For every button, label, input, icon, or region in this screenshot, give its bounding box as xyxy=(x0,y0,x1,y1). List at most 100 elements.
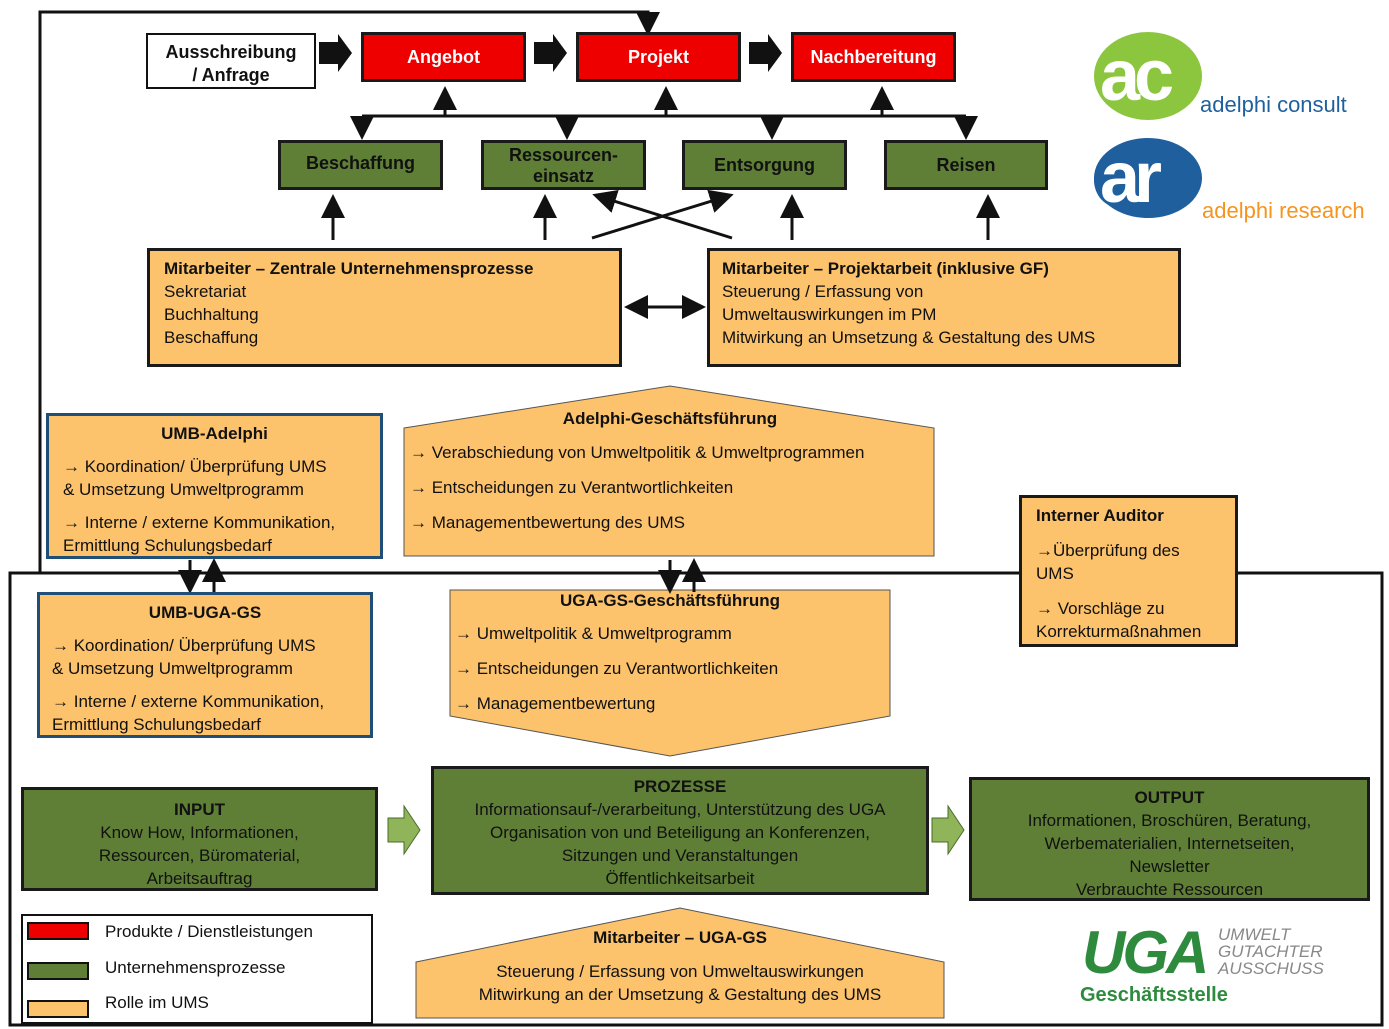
uga-word: UMWELT xyxy=(1218,925,1291,944)
followup-box: Nachbereitung xyxy=(791,32,956,82)
resources-box: Ressourcen- einsatz xyxy=(481,140,646,190)
staff-project-box: Mitarbeiter – Projektarbeit (inklusive G… xyxy=(707,248,1181,367)
disposal-box: Entsorgung xyxy=(682,140,847,190)
adelphi-consult-mark: ac xyxy=(1100,40,1174,112)
staff-central-line: Buchhaltung xyxy=(164,305,259,324)
output-title: OUTPUT xyxy=(1134,788,1205,807)
adelphi-consult-name: adelphi consult xyxy=(1200,92,1347,117)
umb-uga-box: UMB-UGA-GS → Koordination/ Überprüfung U… xyxy=(37,592,373,738)
adelphi-management-line: → Entscheidungen zu Verantwortlichkeiten xyxy=(410,478,734,497)
output-line: Verbrauchte Ressourcen xyxy=(1075,880,1264,899)
staff-central-line: Sekretariat xyxy=(164,282,247,301)
disposal-label: Entsorgung xyxy=(714,155,815,175)
processes-main-title: PROZESSE xyxy=(633,777,727,796)
adelphi-research-mark: ar xyxy=(1100,142,1162,214)
umb-uga-line: → Koordination/ Überprüfung UMS xyxy=(52,636,316,655)
legend: Produkte / Dienstleistungen Unternehmens… xyxy=(21,914,373,1024)
internal-auditor-box: Interner Auditor →Überprüfung des UMS → … xyxy=(1019,495,1238,647)
input-line: Ressourcen, Büromaterial, xyxy=(98,846,301,865)
internal-auditor-line: Korrekturmaßnahmen xyxy=(1036,622,1202,641)
request-line-1: Ausschreibung xyxy=(165,42,297,62)
uga-word: GUTACHTER xyxy=(1218,942,1323,961)
travel-label: Reisen xyxy=(936,155,996,175)
staff-central-box: Mitarbeiter – Zentrale Unternehmensproze… xyxy=(147,248,622,367)
umb-adelphi-line: → Koordination/ Überprüfung UMS xyxy=(63,457,327,476)
uga-management: UGA-GS-Geschäftsführung → Umweltpolitik … xyxy=(455,589,885,715)
umb-adelphi-line: → Interne / externe Kommunikation, xyxy=(63,513,336,532)
adelphi-management: Adelphi-Geschäftsführung → Verabschiedun… xyxy=(410,407,930,534)
processes-main-line: Informationsauf-/verarbeitung, Unterstüt… xyxy=(474,800,886,819)
adelphi-management-shape xyxy=(403,385,935,557)
output-line: Newsletter xyxy=(1129,857,1210,876)
input-title: INPUT xyxy=(174,800,225,819)
resources-line-1: Ressourcen- xyxy=(508,145,619,165)
staff-project-line: Umweltauswirkungen im PM xyxy=(722,305,937,324)
legend-swatch-orange xyxy=(27,1000,89,1018)
uga-management-line: → Entscheidungen zu Verantwortlichkeiten xyxy=(455,659,779,678)
input-box: INPUT Know How, Informationen, Ressource… xyxy=(21,787,378,891)
flow-arrow-1 xyxy=(319,34,352,72)
processes-main-line: Sitzungen und Veranstaltungen xyxy=(561,846,799,865)
umb-uga-title: UMB-UGA-GS xyxy=(148,603,262,622)
output-box: OUTPUT Informationen, Broschüren, Beratu… xyxy=(969,777,1370,901)
request-line-2: / Anfrage xyxy=(192,65,270,85)
legend-label: Produkte / Dienstleistungen xyxy=(105,922,313,941)
adelphi-consult-logo xyxy=(1094,32,1202,218)
umb-uga-line: → Interne / externe Kommunikation, xyxy=(52,692,325,711)
staff-uga-line: Mitwirkung an der Umsetzung & Gestaltung… xyxy=(478,985,882,1004)
research-mark-text: ar xyxy=(1100,138,1162,218)
uga-word: AUSSCHUSS xyxy=(1218,959,1324,978)
staff-uga-shape xyxy=(415,907,945,1019)
uga-management-line: → Managementbewertung xyxy=(455,694,656,713)
output-line: Informationen, Broschüren, Beratung, xyxy=(1027,811,1312,830)
resources-line-2: einsatz xyxy=(532,166,595,186)
request-box: Ausschreibung / Anfrage xyxy=(146,33,316,89)
uga-office: Geschäftsstelle xyxy=(1080,984,1228,1006)
internal-auditor-line: UMS xyxy=(1036,564,1074,583)
legend-label: Rolle im UMS xyxy=(105,993,209,1012)
legend-swatch-green xyxy=(27,962,89,980)
internal-auditor-title: Interner Auditor xyxy=(1036,506,1164,525)
adelphi-management-line: → Verabschiedung von Umweltpolitik & Umw… xyxy=(410,443,865,462)
staff-project-line: Mitwirkung an Umsetzung & Gestaltung des… xyxy=(722,328,1096,347)
travel-box: Reisen xyxy=(884,140,1048,190)
adelphi-management-title: Adelphi-Geschäftsführung xyxy=(562,409,778,428)
flow-arrow-2 xyxy=(534,34,567,72)
input-line: Know How, Informationen, xyxy=(100,823,299,842)
uga-management-line: → Umweltpolitik & Umweltprogramm xyxy=(455,624,732,643)
processes-main-line: Organisation von und Beteiligung an Konf… xyxy=(490,823,870,842)
consult-mark-text: ac xyxy=(1100,36,1174,116)
internal-auditor-line: →Überprüfung des xyxy=(1036,541,1180,560)
output-line: Werbematerialien, Internetseiten, xyxy=(1044,834,1295,853)
project-label: Projekt xyxy=(627,46,690,67)
project-box: Projekt xyxy=(576,32,741,82)
followup-label: Nachbereitung xyxy=(810,46,937,67)
umb-uga-line: Ermittlung Schulungsbedarf xyxy=(52,715,261,734)
uga-logo: UGA UMWELT GUTACHTER AUSSCHUSS Geschäfts… xyxy=(1080,919,1352,1012)
uga-management-shape xyxy=(449,589,891,757)
umb-uga-line: & Umsetzung Umweltprogramm xyxy=(52,659,293,678)
processes-main-box: PROZESSE Informationsauf-/verarbeitung, … xyxy=(431,766,929,895)
processes-main-line: Öffentlichkeitsarbeit xyxy=(605,869,755,888)
input-process-arrow xyxy=(387,804,421,856)
staff-project-title: Mitarbeiter – Projektarbeit (inklusive G… xyxy=(722,259,1049,278)
offer-box: Angebot xyxy=(361,32,526,82)
procurement-label: Beschaffung xyxy=(305,153,415,173)
uga-management-title: UGA-GS-Geschäftsführung xyxy=(559,591,781,610)
process-output-arrow xyxy=(931,804,965,856)
flow-arrow-3 xyxy=(749,34,782,72)
offer-label: Angebot xyxy=(407,46,480,67)
staff-central-title: Mitarbeiter – Zentrale Unternehmensproze… xyxy=(164,259,534,278)
procurement-box: Beschaffung xyxy=(278,140,443,190)
adelphi-research-name: adelphi research xyxy=(1202,198,1365,223)
staff-uga: Mitarbeiter – UGA-GS Steuerung / Erfassu… xyxy=(420,926,940,1006)
staff-uga-title: Mitarbeiter – UGA-GS xyxy=(593,928,767,947)
uga-mark: UGA xyxy=(1082,919,1209,986)
umb-adelphi-line: Ermittlung Schulungsbedarf xyxy=(63,536,272,555)
staff-project-line: Steuerung / Erfassung von xyxy=(722,282,924,301)
umb-adelphi-title: UMB-Adelphi xyxy=(161,424,268,443)
adelphi-management-line: → Managementbewertung des UMS xyxy=(410,513,685,532)
legend-swatch-red xyxy=(27,922,89,940)
umb-adelphi-box: UMB-Adelphi → Koordination/ Überprüfung … xyxy=(46,413,383,559)
